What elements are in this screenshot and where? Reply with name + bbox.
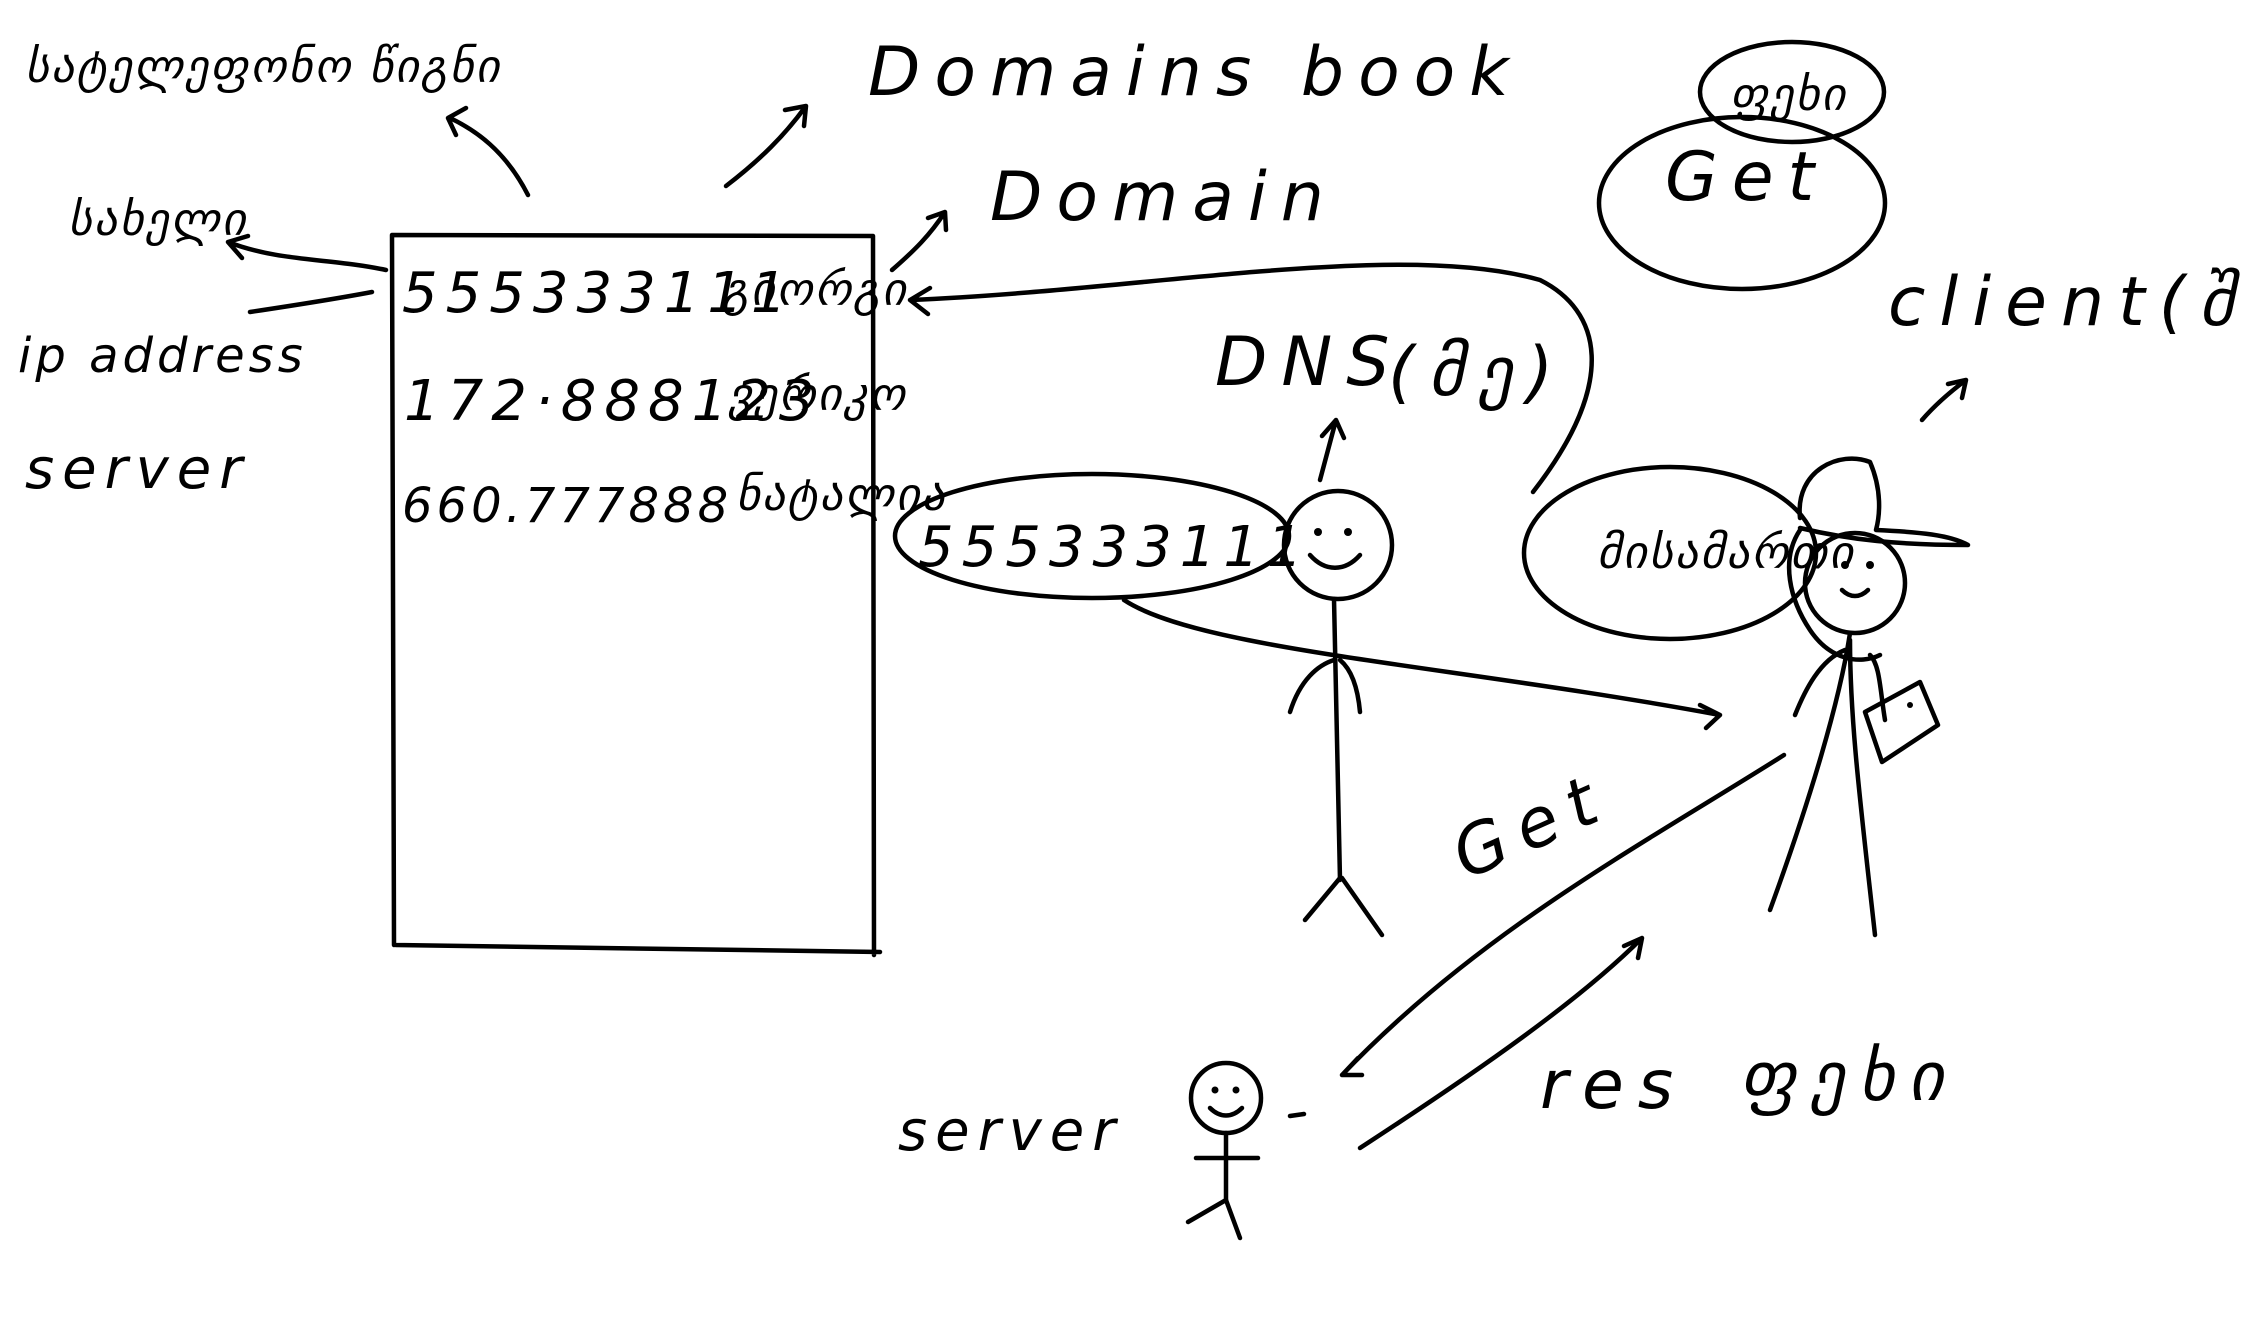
dns-stick-figure bbox=[1281, 488, 1395, 938]
phonebook-row-1-name: გიორგი bbox=[722, 262, 909, 316]
phonebook-row-3-name: ნატალია bbox=[736, 467, 947, 521]
hair bbox=[1786, 527, 1883, 662]
label-server-bottom: server bbox=[898, 1099, 1123, 1164]
label-ip-address: ip address bbox=[18, 328, 307, 384]
phonebook-row-3-ip: 660.777888 bbox=[402, 478, 732, 534]
phonebook-row-2-ip: 172·888123 bbox=[404, 369, 822, 434]
request-bubble-text: 555333111 bbox=[918, 515, 1311, 580]
phonebook-border bbox=[389, 232, 883, 958]
arrow-request-to-client bbox=[1121, 597, 1723, 731]
label-res-georgian: ფეხი bbox=[1740, 1038, 1957, 1117]
line-to-ip-address bbox=[247, 289, 375, 315]
arrow-lookup-to-phonebook bbox=[907, 262, 1594, 495]
arrow-to-name bbox=[225, 233, 389, 273]
label-phonebook-georgian: სატელეფონო წიგნი bbox=[25, 39, 502, 93]
get-bubble-text: Get bbox=[1665, 138, 1828, 217]
label-server-left: server bbox=[25, 437, 250, 502]
label-dns-paren: (მე) bbox=[1388, 333, 1567, 412]
cap bbox=[1797, 456, 1971, 548]
label-dns: DNS bbox=[1215, 323, 1403, 402]
arrow-to-phonebook-title bbox=[445, 105, 531, 198]
arrow-to-domain bbox=[889, 209, 949, 273]
arrow-to-domains-book bbox=[723, 103, 809, 189]
phonebook-table: 555333111 გიორგი 172·888123 ვერიკო 660.7… bbox=[389, 232, 947, 958]
label-domain: Domain bbox=[990, 158, 1338, 237]
label-res: res bbox=[1540, 1046, 1687, 1125]
person-bubble-text: მისამართი bbox=[1597, 525, 1856, 579]
phonebook-row-1-ip: 555333111 bbox=[402, 261, 795, 326]
request-bubble bbox=[892, 471, 1292, 601]
label-domains-book: Domains book bbox=[868, 33, 1523, 112]
arrow-to-client-label bbox=[1919, 377, 1969, 423]
get-bubble bbox=[1596, 114, 1888, 292]
client-stick-figure bbox=[1767, 456, 1971, 938]
top-bubble-text: ფეხი bbox=[1730, 67, 1848, 121]
label-name-georgian: სახელი bbox=[68, 192, 249, 246]
top-bubble bbox=[1697, 39, 1887, 145]
label-client: client(შენ) bbox=[1888, 263, 2241, 342]
arrow-res-to-client bbox=[1357, 935, 1645, 1151]
server-stick-figure bbox=[1185, 1060, 1307, 1241]
phone bbox=[1862, 679, 1941, 765]
arrow-get-to-server bbox=[1339, 752, 1787, 1078]
arrow-up-to-dns bbox=[1317, 417, 1347, 483]
phonebook-row-2-name: ვერიკო bbox=[727, 367, 908, 421]
